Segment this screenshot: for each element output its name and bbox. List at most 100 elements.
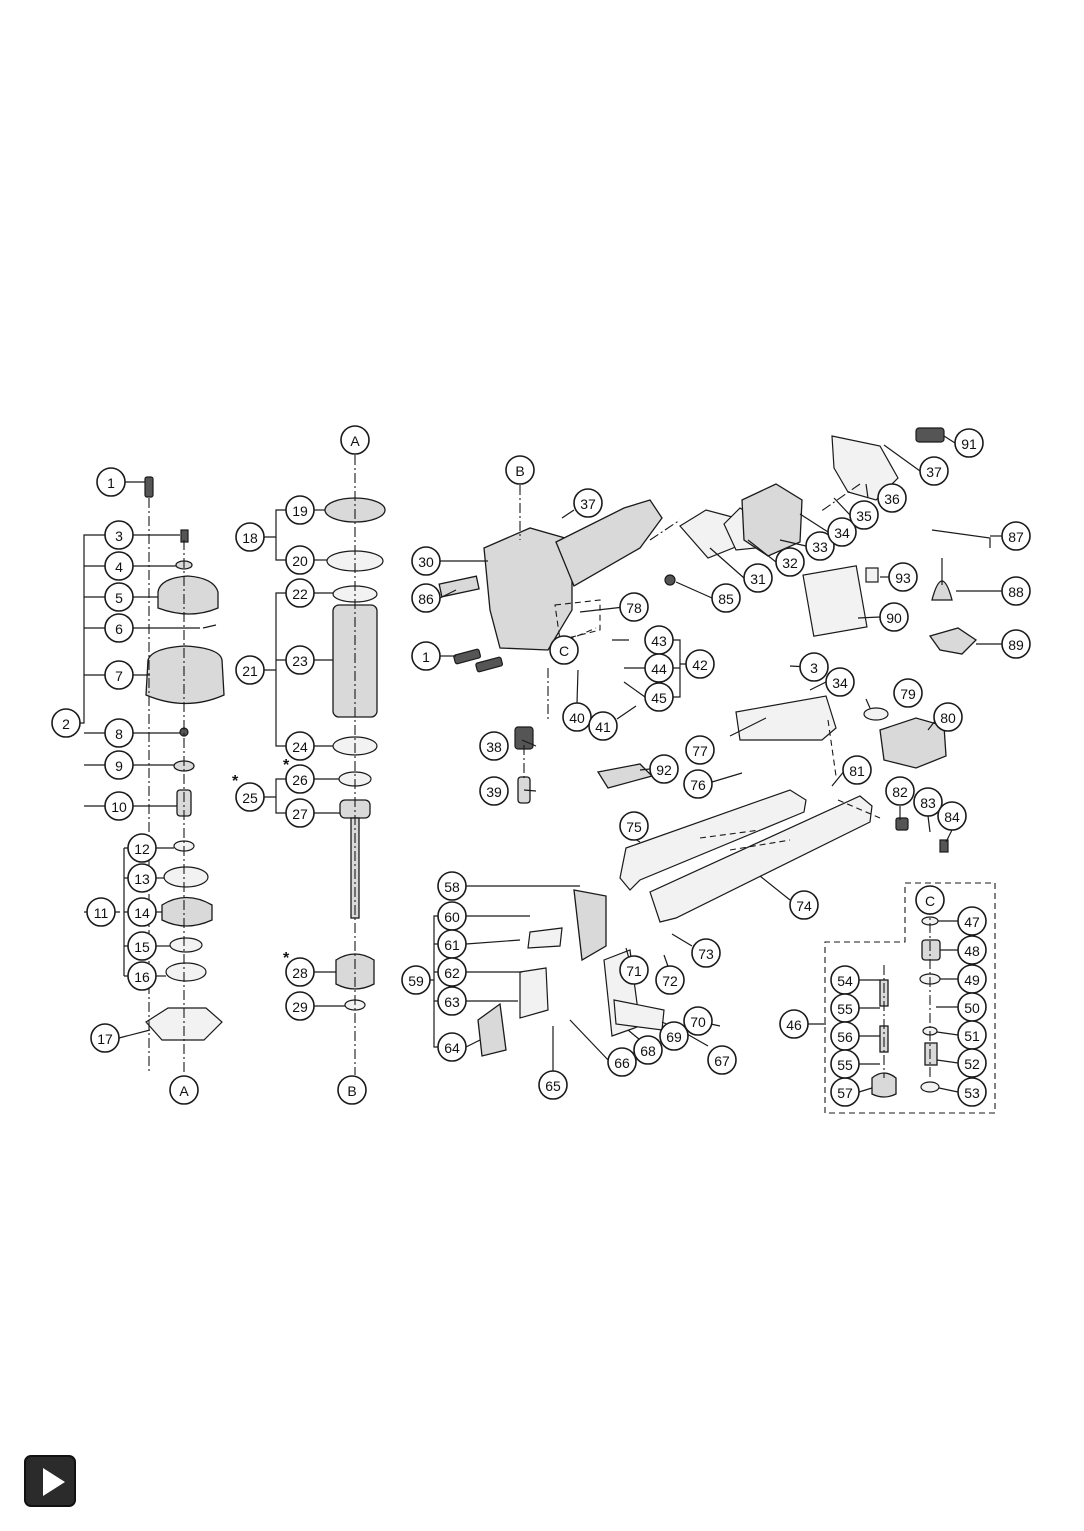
callout-68: 68 <box>633 1035 663 1065</box>
connector-A: A <box>169 1075 199 1105</box>
callout-33-label: 33 <box>812 539 828 555</box>
callout-88: 88 <box>1001 576 1031 606</box>
callout-3-circle <box>799 652 829 682</box>
callout-64-label: 64 <box>444 1040 460 1056</box>
callout-55-label: 55 <box>837 1057 853 1073</box>
callout-81-label: 81 <box>849 763 865 779</box>
callout-4-label: 4 <box>115 559 123 575</box>
callout-79-label: 79 <box>900 686 916 702</box>
connector-B-label: B <box>515 463 524 479</box>
callout-34: 34 <box>827 517 857 547</box>
callout-16-circle <box>127 961 157 991</box>
callout-32: 32 <box>775 547 805 577</box>
callout-22-circle <box>285 578 315 608</box>
callout-89-circle <box>1001 629 1031 659</box>
callout-25-circle <box>235 782 265 812</box>
callout-46-label: 46 <box>786 1017 802 1033</box>
callout-28-circle <box>285 957 315 987</box>
callout-92-label: 92 <box>656 762 672 778</box>
callout-39-circle <box>479 776 509 806</box>
callout-44-label: 44 <box>651 661 667 677</box>
callout-91-label: 91 <box>961 436 977 452</box>
play-button[interactable] <box>24 1455 76 1507</box>
callout-66-label: 66 <box>614 1055 630 1071</box>
callout-layer: 1234567891011121314151617181920212223242… <box>51 425 1031 1107</box>
callout-55: 55 <box>830 1049 860 1079</box>
callout-5-label: 5 <box>115 590 123 606</box>
callout-8-label: 8 <box>115 726 123 742</box>
callout-6: 6 <box>104 613 134 643</box>
callout-49: 49 <box>957 964 987 994</box>
callout-82-label: 82 <box>892 784 908 800</box>
callout-55: 55 <box>830 993 860 1023</box>
callout-46: 46 <box>779 1009 809 1039</box>
callout-75: 75 <box>619 811 649 841</box>
callout-10: 10 <box>104 791 134 821</box>
callout-3: 3 <box>104 520 134 550</box>
callout-50-label: 50 <box>964 1000 980 1016</box>
callout-44-circle <box>644 653 674 683</box>
callout-11-label: 11 <box>94 905 109 921</box>
callout-8-circle <box>104 718 134 748</box>
connector-B: B <box>505 455 535 485</box>
callout-28: 28 <box>285 957 315 987</box>
connector-C: C <box>549 635 579 665</box>
callout-1: 1 <box>96 467 126 497</box>
callout-28-label: 28 <box>292 965 308 981</box>
connector-A-label: A <box>179 1083 189 1099</box>
callout-6-circle <box>104 613 134 643</box>
callout-15-circle <box>127 931 157 961</box>
callout-9-label: 9 <box>115 758 123 774</box>
callout-87-label: 87 <box>1008 529 1024 545</box>
callout-65-label: 65 <box>545 1078 561 1094</box>
callout-36-label: 36 <box>884 491 900 507</box>
callout-58: 58 <box>437 871 467 901</box>
callout-90-circle <box>879 602 909 632</box>
callout-14-label: 14 <box>134 905 150 921</box>
callout-64: 64 <box>437 1032 467 1062</box>
callout-37-circle <box>573 488 603 518</box>
callout-33: 33 <box>805 531 835 561</box>
callout-40-circle <box>562 702 592 732</box>
callout-38-label: 38 <box>486 739 502 755</box>
callout-37-label: 37 <box>926 464 942 480</box>
callout-39-label: 39 <box>486 784 502 800</box>
callout-25-label: 25 <box>242 790 258 806</box>
callout-45-circle <box>644 682 674 712</box>
callout-59: 59 <box>401 965 431 995</box>
callout-72: 72 <box>655 965 685 995</box>
callout-60: 60 <box>437 901 467 931</box>
callout-71-circle <box>619 955 649 985</box>
callout-17-circle <box>90 1023 120 1053</box>
callout-83-label: 83 <box>920 795 936 811</box>
callout-53-label: 53 <box>964 1085 980 1101</box>
connector-B-circle <box>337 1075 367 1105</box>
callout-36-circle <box>877 483 907 513</box>
callout-43: 43 <box>644 625 674 655</box>
callout-37: 37 <box>919 456 949 486</box>
callout-68-label: 68 <box>640 1043 656 1059</box>
callout-38-circle <box>479 731 509 761</box>
callout-42: 42 <box>685 649 715 679</box>
callout-67-label: 67 <box>714 1053 730 1069</box>
callout-36: 36 <box>877 483 907 513</box>
callout-31-label: 31 <box>750 571 766 587</box>
callout-37-circle <box>919 456 949 486</box>
callout-79-circle <box>893 678 923 708</box>
callout-31: 31 <box>743 563 773 593</box>
callout-9-circle <box>104 750 134 780</box>
callout-14-circle <box>127 897 157 927</box>
callout-71-label: 71 <box>626 963 642 979</box>
callout-13-circle <box>127 863 157 893</box>
callout-31-circle <box>743 563 773 593</box>
callout-92: 92 <box>649 754 679 784</box>
connector-B-circle <box>505 455 535 485</box>
connector-C-label: C <box>925 893 935 909</box>
callout-52: 52 <box>957 1048 987 1078</box>
callout-75-circle <box>619 811 649 841</box>
connector-A-label: A <box>350 433 360 449</box>
callout-4-circle <box>104 551 134 581</box>
callout-37: 37 <box>573 488 603 518</box>
callout-6-label: 6 <box>115 621 123 637</box>
